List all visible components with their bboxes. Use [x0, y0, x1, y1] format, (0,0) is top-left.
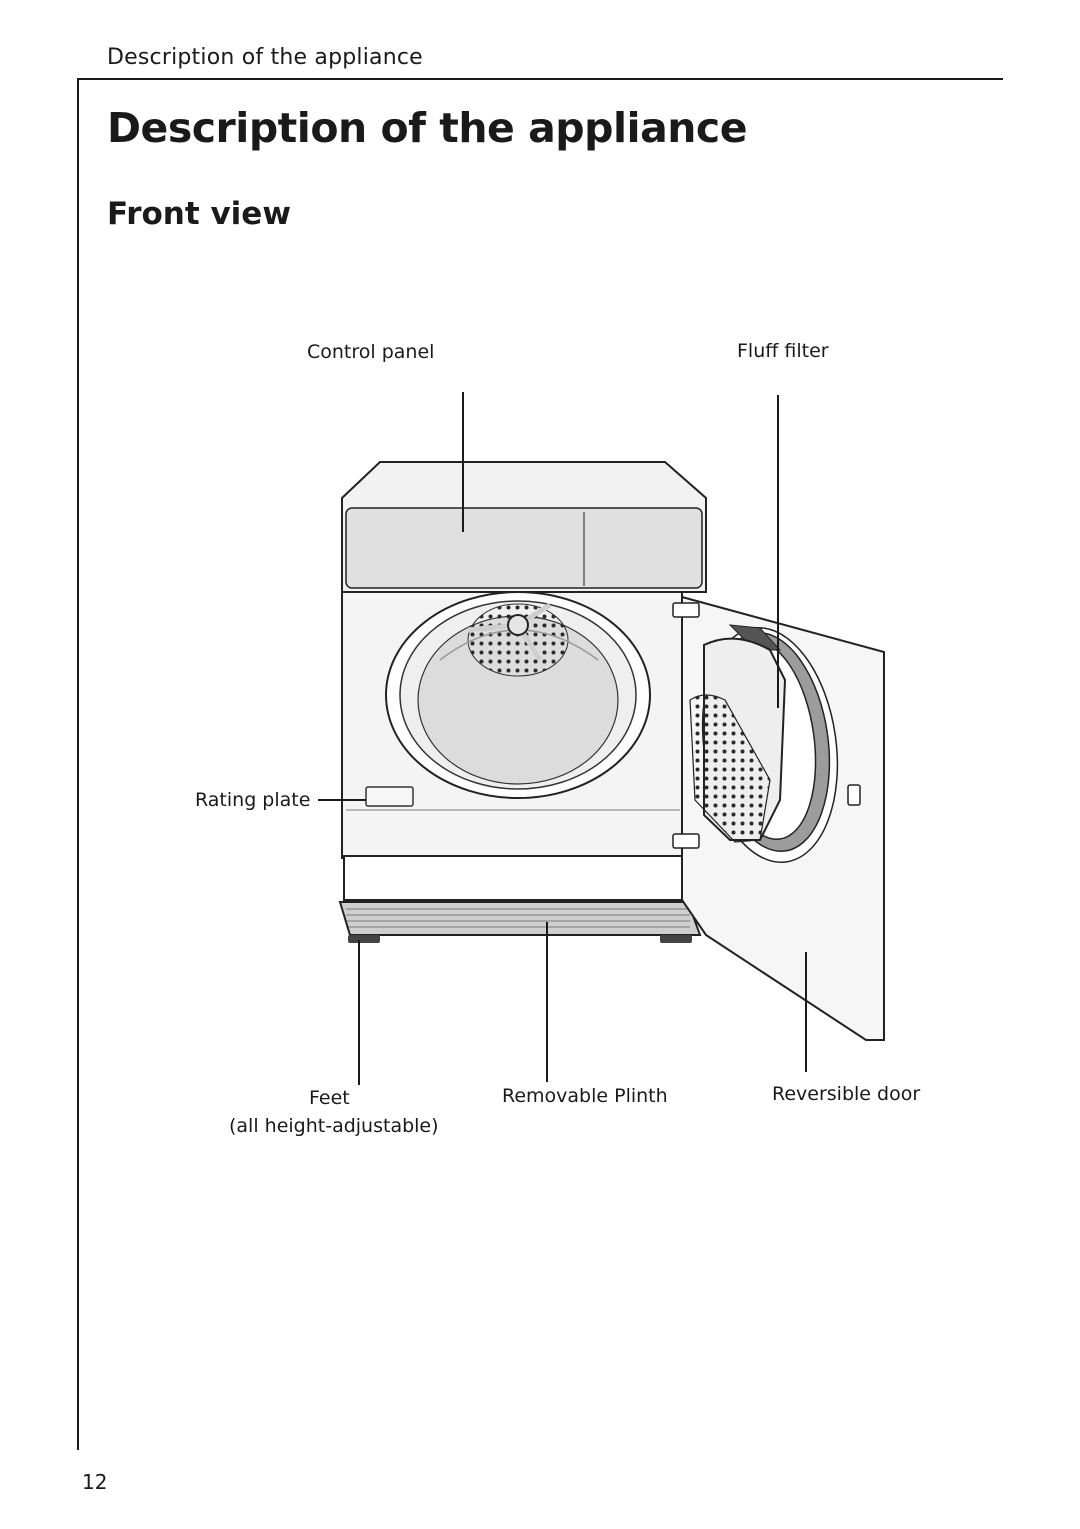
hinge-top	[672, 602, 700, 618]
label-removable-plinth: Removable Plinth	[502, 1085, 668, 1107]
door-catch	[847, 784, 861, 806]
margin-rule	[77, 78, 79, 1450]
drum-opening	[385, 591, 651, 799]
leader-lines	[318, 392, 807, 1085]
foot-right	[660, 935, 692, 943]
hinge-bottom	[672, 833, 700, 849]
running-header: Description of the appliance	[107, 45, 423, 70]
page-title: Description of the appliance	[107, 104, 748, 152]
label-rating-plate: Rating plate	[195, 789, 310, 811]
section-title: Front view	[107, 196, 291, 232]
open-door	[672, 595, 885, 1041]
dryer-top	[341, 461, 707, 593]
label-feet-note: (all height-adjustable)	[229, 1115, 439, 1137]
foot-left	[348, 935, 380, 943]
label-feet: Feet	[309, 1087, 350, 1109]
removable-plinth	[338, 901, 702, 943]
page-number: 12	[82, 1470, 108, 1494]
label-fluff-filter: Fluff filter	[737, 340, 829, 362]
label-reversible-door: Reversible door	[772, 1083, 920, 1105]
header-rule	[77, 78, 1003, 80]
rating-plate-shape	[365, 786, 414, 807]
label-control-panel: Control panel	[307, 341, 434, 363]
